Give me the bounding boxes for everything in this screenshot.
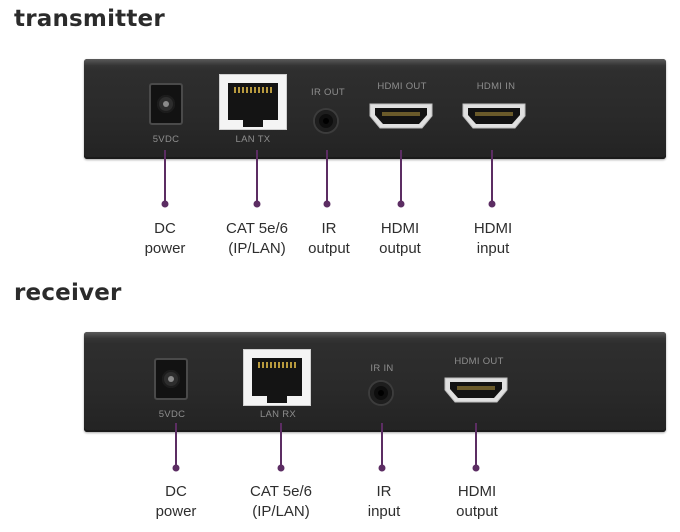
callout-dot-ir-output: [323, 200, 331, 208]
dc-power-jack-icon: [154, 358, 188, 400]
port-label-5vdc: 5VDC: [152, 134, 180, 145]
callout-line-dc-power: [164, 150, 166, 204]
port-label-hdmi-out: HDMI OUT: [377, 81, 427, 92]
callout-dot-hdmi-output: [472, 464, 480, 472]
callout-line-ir-input: [381, 423, 383, 468]
port-label-hdmi-in: HDMI IN: [476, 81, 516, 92]
callout-dot-cat: [253, 200, 261, 208]
callout-line-cat: [256, 150, 258, 204]
transmitter-title: transmitter: [14, 6, 165, 32]
hdmi-port-icon: [462, 103, 526, 129]
port-label-ir-out: IR OUT: [311, 87, 345, 98]
callout-line-dc-power: [175, 423, 177, 468]
callout-line-hdmi-output: [475, 423, 477, 468]
receiver-device: 5VDC LAN RX IR IN HDMI OUT: [84, 332, 666, 432]
callout-dot-cat: [277, 464, 285, 472]
ir-jack-icon: [315, 110, 337, 132]
hdmi-port-icon: [369, 103, 433, 129]
port-label-ir-in: IR IN: [370, 363, 394, 374]
ir-jack-icon: [370, 382, 392, 404]
rj45-port-icon: [219, 74, 287, 130]
port-label-lan-rx: LAN RX: [259, 409, 297, 420]
callout-line-ir-output: [326, 150, 328, 204]
callout-line-cat: [280, 423, 282, 468]
callout-dot-hdmi-input: [488, 200, 496, 208]
callout-dot-ir-input: [378, 464, 386, 472]
port-label-5vdc: 5VDC: [158, 409, 186, 420]
rj45-port-icon: [243, 349, 311, 406]
callout-label-cat: CAT 5e/6(IP/LAN): [226, 220, 288, 257]
receiver-title: receiver: [14, 280, 122, 306]
callout-line-hdmi-input: [491, 150, 493, 204]
transmitter-device: 5VDC LAN TX IR OUT HDMI OUT HDMI IN: [84, 59, 666, 159]
callout-line-hdmi-output: [400, 150, 402, 204]
dc-power-jack-icon: [149, 83, 183, 125]
callout-dot-hdmi-output: [397, 200, 405, 208]
callout-dot-dc-power: [172, 464, 180, 472]
hdmi-port-icon: [444, 377, 508, 403]
port-label-hdmi-out: HDMI OUT: [454, 356, 504, 367]
callout-dot-dc-power: [161, 200, 169, 208]
callout-label-cat: CAT 5e/6(IP/LAN): [250, 483, 312, 520]
port-label-lan-tx: LAN TX: [235, 134, 271, 145]
